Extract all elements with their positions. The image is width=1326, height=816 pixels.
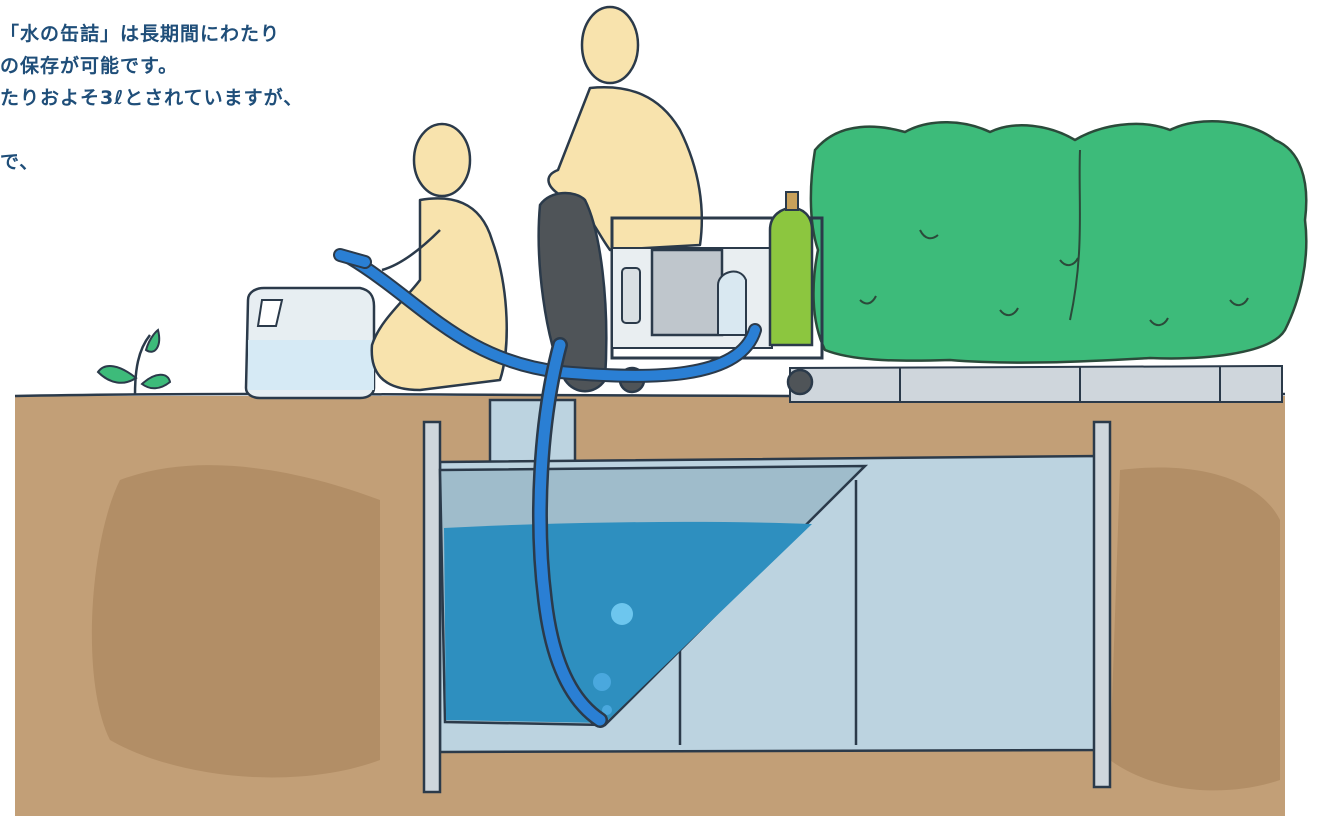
caption-line: たりおよそ3ℓとされていますが、 (0, 87, 304, 109)
water-jug (244, 286, 376, 400)
soil-dark-patches (91, 465, 1281, 791)
water-bubble (611, 603, 633, 625)
caption-line: で、 (0, 151, 40, 173)
water-hose (333, 248, 762, 728)
water-bubble (602, 705, 612, 715)
seedling-plant (96, 328, 172, 396)
water-bubble (593, 673, 611, 691)
caption-line: の保存が可能です。 (0, 55, 179, 77)
sidewalk-curb (789, 364, 1283, 403)
caption-text: 「水の缶詰」は長期間にわたり の保存が可能です。 たりおよそ3ℓとされていますが… (0, 18, 420, 178)
gas-cylinder (768, 191, 814, 347)
underground-tank (422, 398, 1112, 794)
caption-line (0, 114, 420, 146)
caption-line: 「水の缶詰」は長期間にわたり (0, 23, 281, 45)
hedge-bushes (809, 120, 1308, 364)
